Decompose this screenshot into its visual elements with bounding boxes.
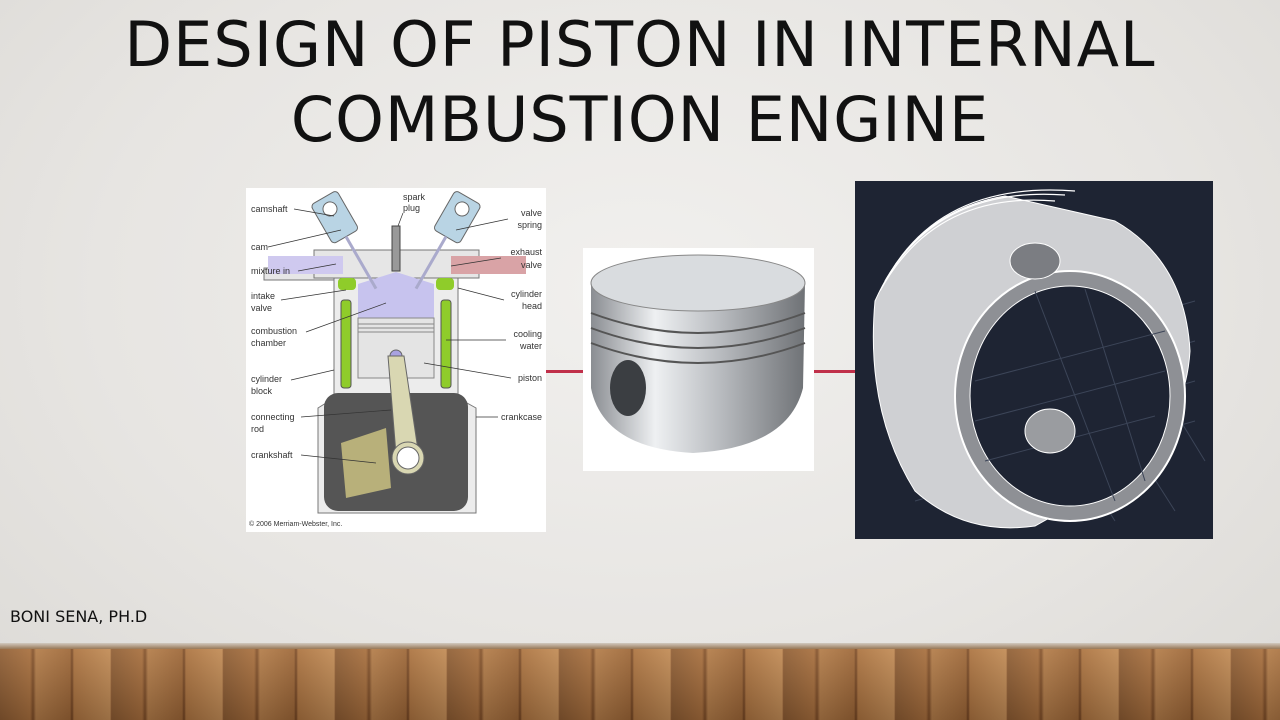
label: cam	[251, 242, 268, 252]
copyright-text: © 2006 Merriam-Webster, Inc.	[249, 520, 342, 528]
label: cylinder	[251, 374, 282, 384]
label: piston	[518, 373, 542, 383]
connector-line	[814, 370, 855, 373]
label: valve	[521, 208, 542, 218]
label: intake	[251, 291, 275, 301]
label: mixture in	[251, 266, 290, 276]
label: camshaft	[251, 204, 288, 214]
label: exhaust	[510, 247, 542, 257]
slide-title-line-2: COMBUSTION ENGINE	[290, 83, 990, 156]
engine-cutaway-diagram: camshaft spark plug valve spring cam exh…	[246, 188, 546, 532]
wood-floor-decoration	[0, 643, 1280, 720]
spark-plug	[391, 225, 401, 272]
piston-photo	[583, 248, 814, 471]
label: spark	[403, 192, 426, 202]
label: head	[522, 301, 542, 311]
label: cooling	[513, 329, 542, 339]
label: valve	[521, 260, 542, 270]
label: crankcase	[501, 412, 542, 422]
label: plug	[403, 203, 420, 213]
label: cylinder	[511, 289, 542, 299]
exhaust-port	[451, 256, 526, 274]
piston-cad-model	[855, 181, 1213, 539]
label: spring	[517, 220, 542, 230]
label: water	[519, 341, 542, 351]
connector-line	[545, 370, 583, 373]
slide-title-line-1: DESIGN OF PISTON IN INTERNAL	[124, 8, 1156, 81]
label: connecting	[251, 412, 295, 422]
label: rod	[251, 424, 264, 434]
label: combustion	[251, 326, 297, 336]
label: crankshaft	[251, 450, 293, 460]
label: valve	[251, 303, 272, 313]
label: chamber	[251, 338, 286, 348]
intake-port	[268, 256, 343, 274]
author-name: BONI SENA, PH.D	[10, 607, 148, 626]
label: block	[251, 386, 273, 396]
